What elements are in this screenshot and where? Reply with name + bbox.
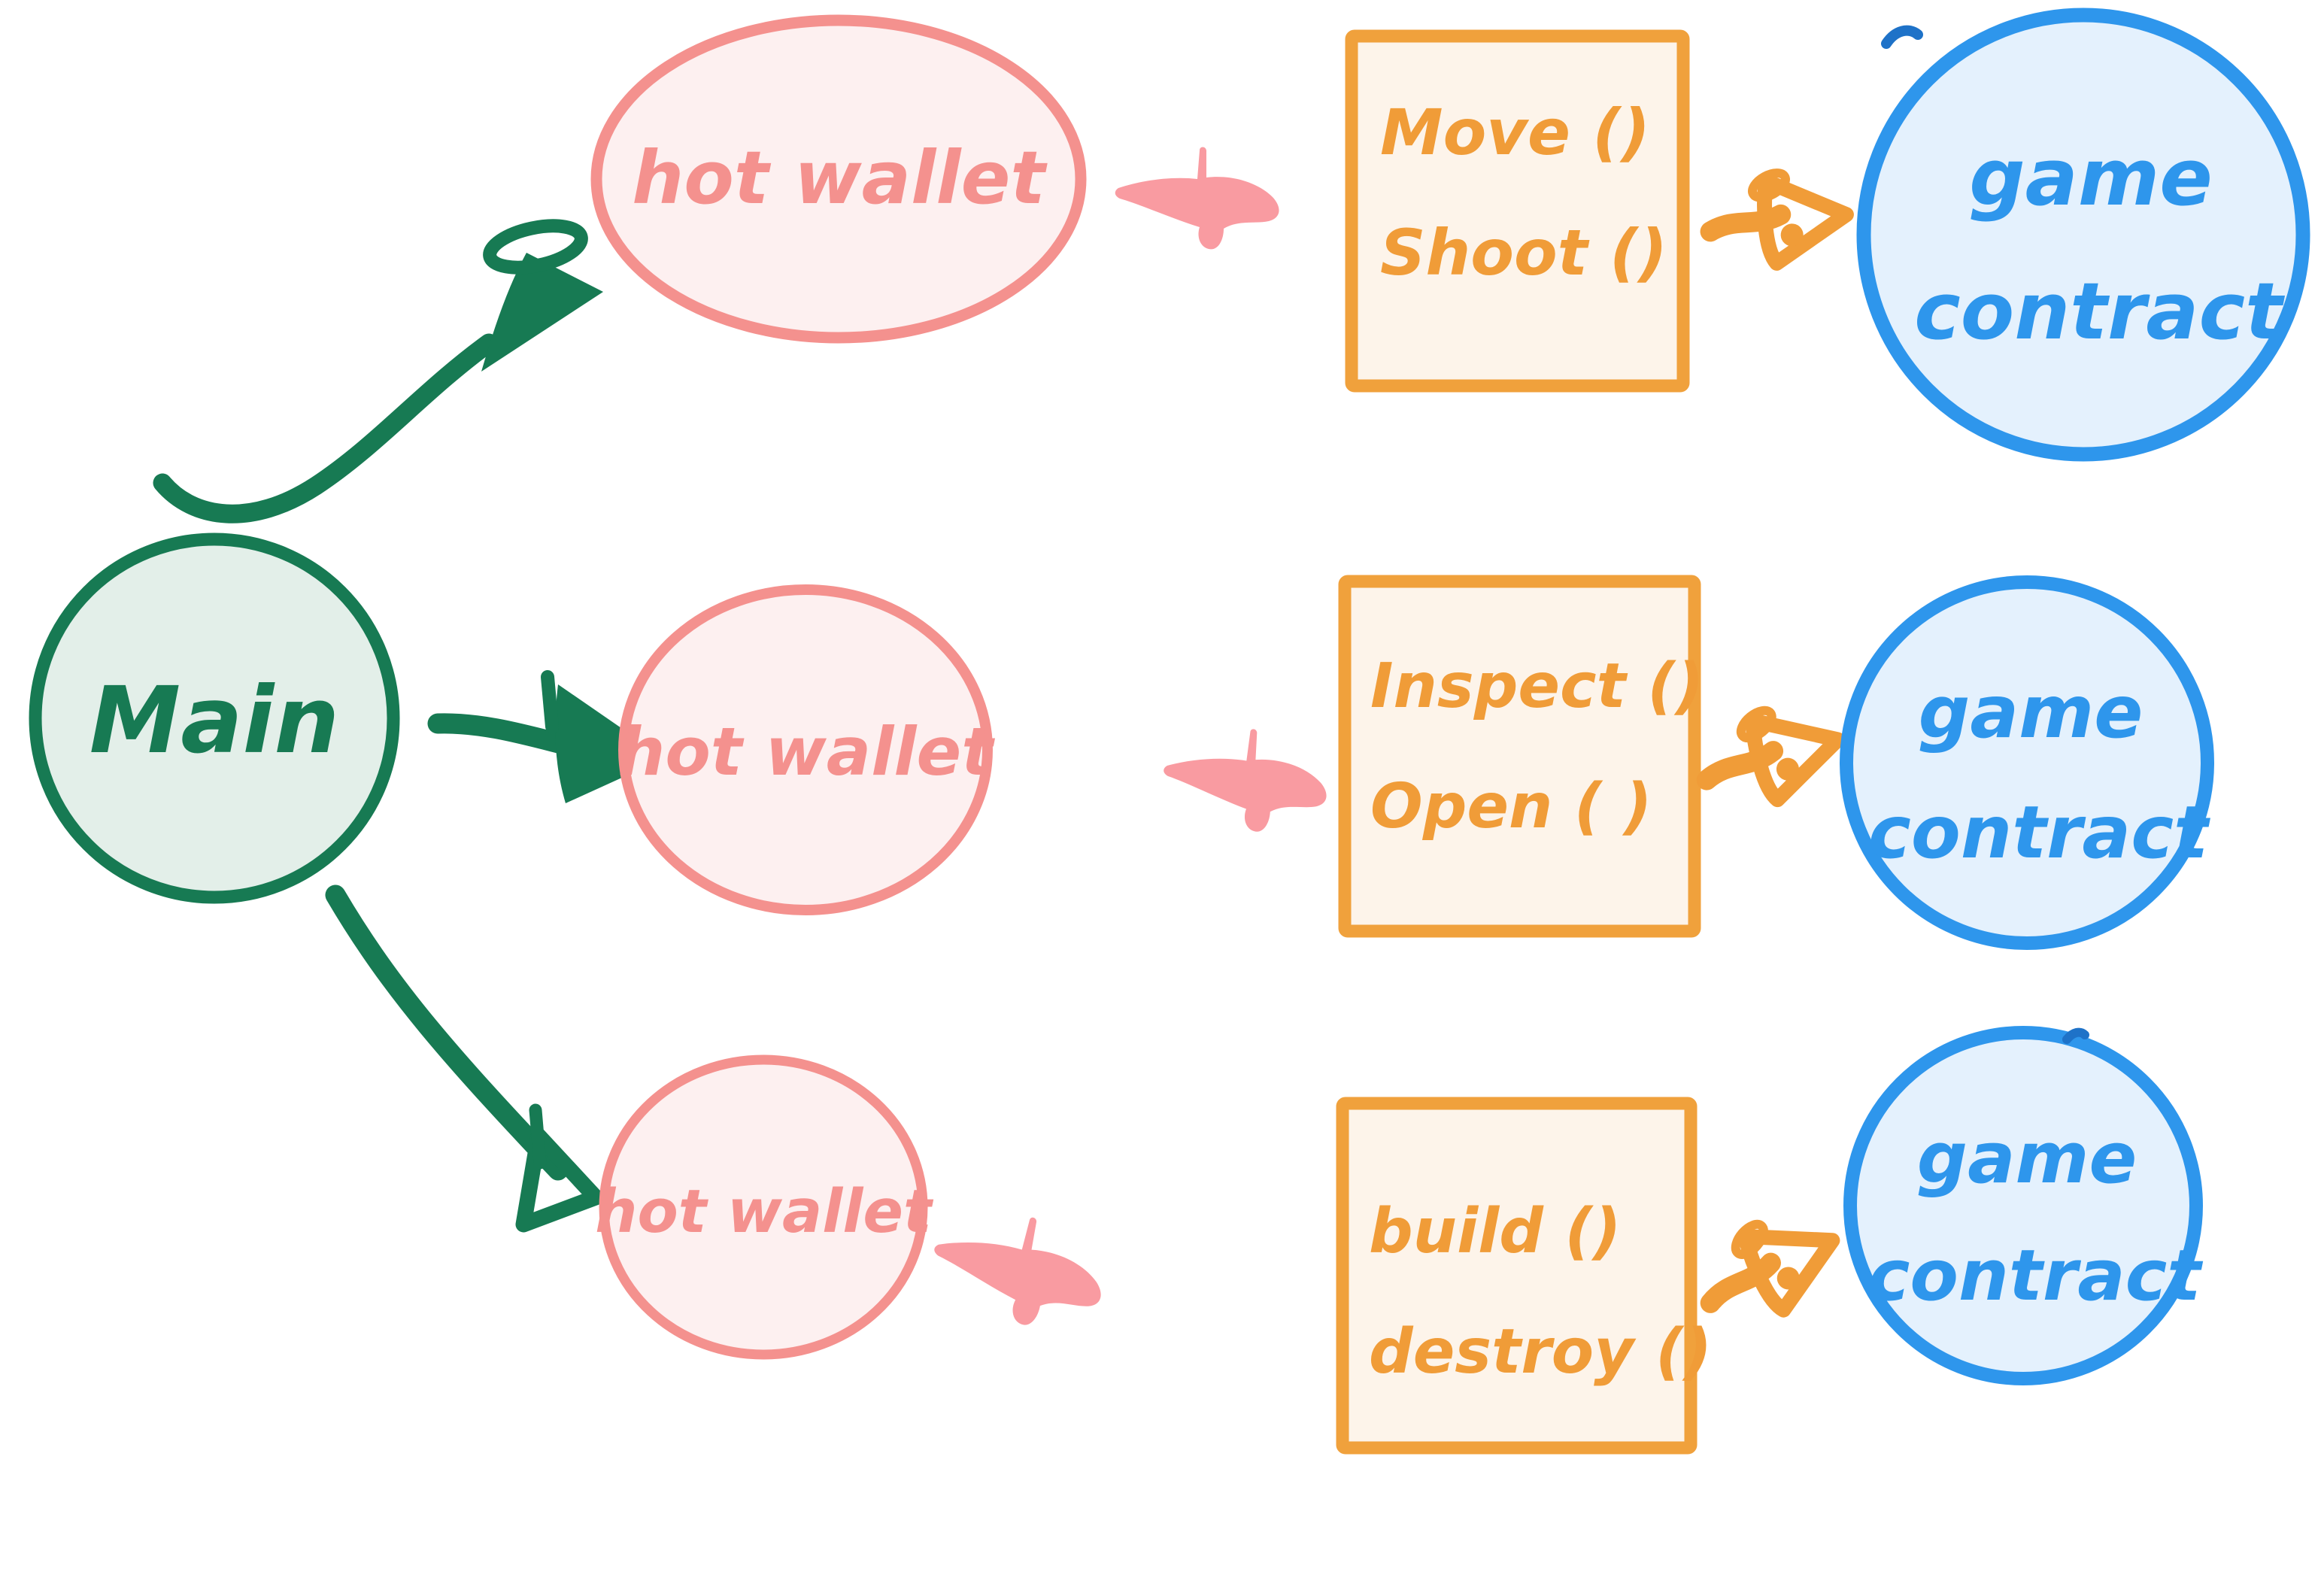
game-contract-label-2: contract [1868,790,2210,875]
arrow-head [555,684,665,803]
arrow-head-blob [1776,1267,1800,1290]
arrow-body [1164,729,1327,832]
hot-wallet-ellipse[interactable] [599,1054,928,1360]
game-contract-circle[interactable] [1843,1026,2203,1385]
function-box-rect[interactable] [1345,29,1690,393]
arrow-shaft [1700,1252,1781,1313]
game-contract-circle[interactable] [1856,8,2310,462]
function-box-rect[interactable] [1338,575,1701,938]
function-box-rect[interactable] [1336,1097,1698,1455]
main-circle[interactable] [29,533,400,904]
game-contract-node-top[interactable]: game contract [1856,8,2310,462]
arrow-shaft [153,333,499,523]
game-contract-node-bottom[interactable]: game contract [1843,1026,2204,1385]
arrow-shaft [325,884,569,1181]
function-label-2: destroy () [1369,1316,1712,1388]
arrow-head-blob [1776,757,1799,781]
arrow-head-blob [1780,223,1804,247]
hot-wallet-ellipse[interactable] [590,14,1087,344]
main-node[interactable]: Main [29,533,400,904]
arrow-head [481,253,603,372]
arrow-wallet-to-functions-bottom[interactable] [924,1202,1112,1337]
sketch-overshoot [2062,1027,2089,1044]
function-label-1: Inspect () [1370,651,1704,722]
game-contract-label-1: game [1969,132,2213,223]
hot-wallet-node-middle[interactable]: hot wallet [618,584,996,915]
hot-wallet-label: hot wallet [618,713,996,790]
arrow-wallet-to-functions-top[interactable] [1115,147,1279,250]
arrow-head-loop [1731,1219,1768,1259]
function-box-middle[interactable]: Inspect () Open ( ) [1338,575,1704,938]
arrow-head-loop [483,219,588,275]
arrow-functions-to-contract-bottom[interactable] [1687,1194,1850,1336]
function-label-1: build () [1369,1196,1622,1267]
hot-wallet-label: hot wallet [595,1177,934,1246]
hot-wallet-node-top[interactable]: hot wallet [590,14,1087,344]
arrow-main-to-wallet-middle[interactable] [427,670,665,803]
function-box-top[interactable]: Move () Shoot () [1345,29,1690,393]
game-contract-circle[interactable] [1840,575,2214,950]
arrow-main-to-wallet-top[interactable] [153,219,603,523]
arrow-functions-to-contract-middle[interactable] [1692,690,1848,815]
hot-wallet-label: hot wallet [632,135,1048,220]
arrow-shaft [1696,741,1784,790]
arrow-head-tick [529,1103,547,1170]
game-contract-node-middle[interactable]: game contract [1840,575,2214,950]
sketch-overshoot [1881,25,1923,49]
arrow-functions-to-contract-top[interactable] [1700,163,1854,271]
arrow-head-tick [541,670,559,733]
arrow-body [1115,147,1279,250]
function-box-bottom[interactable]: build () destroy () [1336,1097,1712,1455]
arrow-head-loop [1736,705,1776,743]
arrow-head [1744,713,1846,808]
main-label: Main [90,667,339,774]
game-contract-label-1: game [1917,1118,2137,1200]
arrow-main-to-wallet-bottom[interactable] [325,884,604,1233]
function-label-1: Move () [1380,96,1650,169]
game-contract-label-2: contract [1914,265,2285,357]
arrow-wallet-to-functions-middle[interactable] [1160,724,1330,835]
hot-wallet-node-bottom[interactable]: hot wallet [595,1054,934,1360]
hot-wallet-ellipse[interactable] [618,584,993,915]
game-contract-label-1: game [1919,670,2144,754]
arrow-shaft [1700,204,1792,242]
function-label-2: Open ( ) [1370,771,1652,842]
function-label-2: Shoot () [1380,216,1667,290]
game-contract-label-2: contract [1868,1235,2204,1317]
arrow-head [515,1127,604,1233]
arrow-shaft [427,713,581,757]
arrow-body [934,1217,1101,1325]
arrow-head-loop [1748,168,1790,202]
